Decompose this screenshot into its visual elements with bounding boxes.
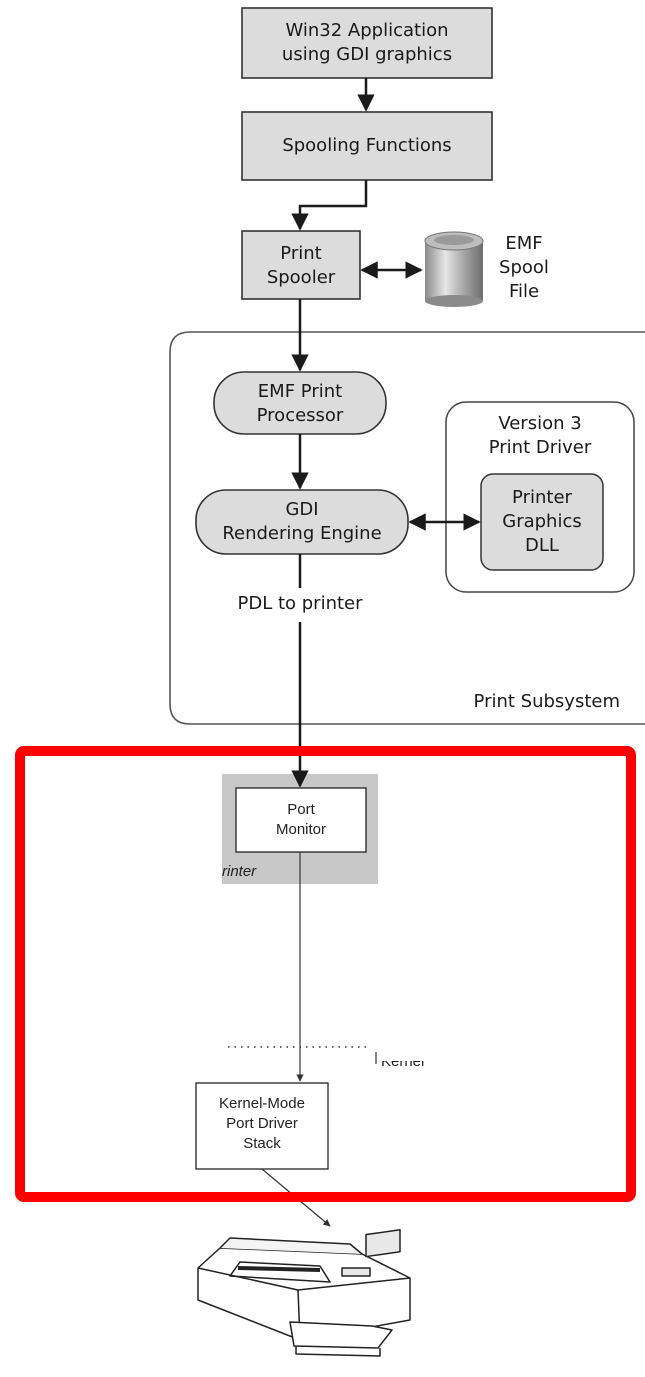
printer-graphics-dll-box — [480, 473, 604, 571]
pdl-to-printer-label: PDL to printer — [237, 593, 363, 614]
port-monitor-label: Port Monitor — [275, 801, 327, 838]
print-subsystem-label: Print Subsystem — [473, 691, 620, 712]
print-spooler-label: Print Spooler — [266, 243, 336, 288]
printer-icon — [197, 1229, 411, 1357]
spooling-functions-box — [241, 111, 493, 181]
win32-app-label: Win32 Application using GDI graphics — [281, 20, 453, 65]
port-monitor-box — [235, 787, 367, 853]
emf-spool-file-label: EMF Spool File — [499, 233, 549, 302]
kernel-mode-stack-label: Kernel-Mode Port Driver Stack — [219, 1095, 305, 1152]
kernel-fragment-clip: Kernel — [381, 1061, 451, 1073]
emf-print-processor-label: EMF Print Processor — [256, 381, 344, 426]
spool-file-cylinder-icon — [424, 231, 484, 307]
printer-fragment-label: rinter — [222, 863, 257, 880]
version3-driver-label: Version 3 Print Driver — [488, 413, 592, 458]
gdi-rendering-engine-box — [195, 489, 409, 555]
arrow-spooling-to-spooler — [291, 180, 368, 231]
printer-graphics-dll-label: Printer Graphics DLL — [502, 487, 582, 556]
gdi-rendering-engine-label: GDI Rendering Engine — [222, 499, 382, 544]
spooling-functions-label: Spooling Functions — [282, 135, 452, 156]
kernel-fragment-label: Kernel — [381, 1061, 425, 1070]
print-subsystem-container — [169, 331, 645, 725]
highlight-frame — [15, 746, 636, 1202]
